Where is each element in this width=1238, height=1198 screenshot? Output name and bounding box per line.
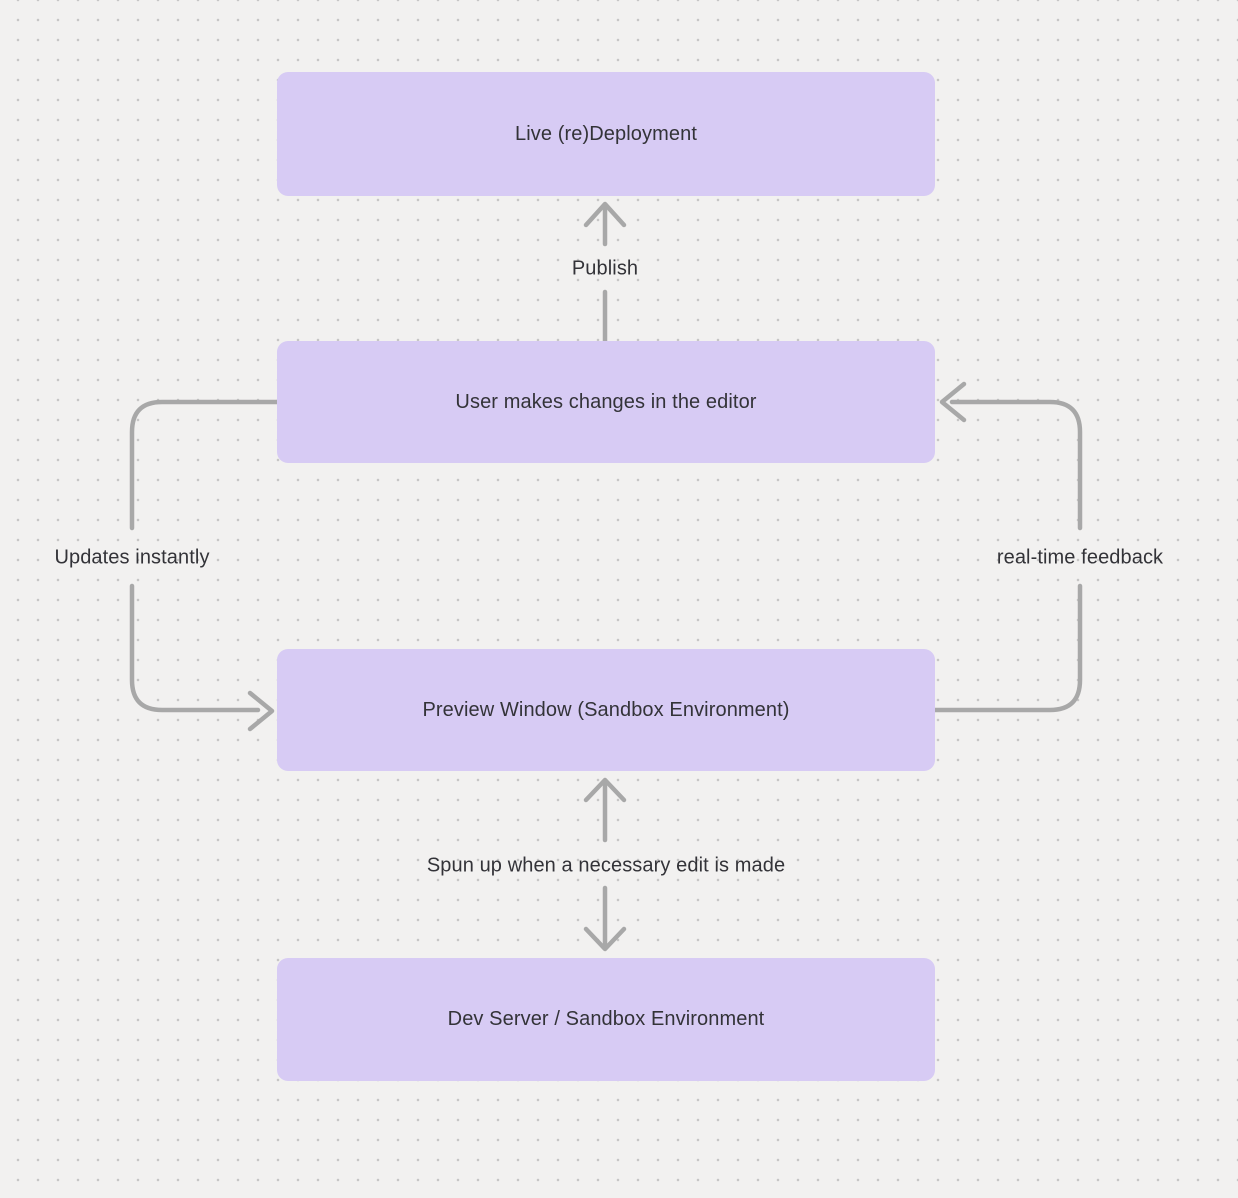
node-preview-window-label: Preview Window (Sandbox Environment)	[422, 698, 790, 721]
feedback-arrow-upper-segment	[949, 399, 1083, 531]
real-time-feedback-arrow	[932, 381, 1083, 713]
edge-label-spun-up: Spun up when a necessary edit is made	[426, 854, 786, 877]
node-dev-server-label: Dev Server / Sandbox Environment	[447, 1008, 765, 1030]
node-live-deployment-label: Live (re)Deployment	[515, 122, 697, 145]
node-preview-window: Preview Window (Sandbox Environment)	[277, 649, 935, 771]
arrow-up-icon	[583, 777, 627, 803]
edge-label-real-time-feedback: real-time feedback	[996, 546, 1164, 569]
node-editor: User makes changes in the editor	[277, 341, 935, 463]
arrow-up-icon	[583, 201, 627, 228]
feedback-arrow-lower-segment	[932, 583, 1083, 713]
arrow-right-icon	[247, 690, 275, 732]
updates-instantly-arrow	[129, 399, 280, 732]
edge-label-publish: Publish	[571, 257, 639, 280]
node-dev-server: Dev Server / Sandbox Environment	[277, 958, 935, 1081]
node-editor-label: User makes changes in the editor	[455, 390, 757, 413]
updates-arrow-upper-segment	[129, 399, 280, 531]
spun-up-arrow	[583, 777, 627, 952]
arrow-left-icon	[939, 381, 967, 423]
edge-label-updates-instantly: Updates instantly	[54, 546, 210, 569]
node-live-deployment: Live (re)Deployment	[277, 72, 935, 196]
updates-arrow-lower-segment	[129, 583, 261, 713]
publish-arrow	[583, 201, 627, 345]
arrow-down-icon	[583, 926, 627, 952]
